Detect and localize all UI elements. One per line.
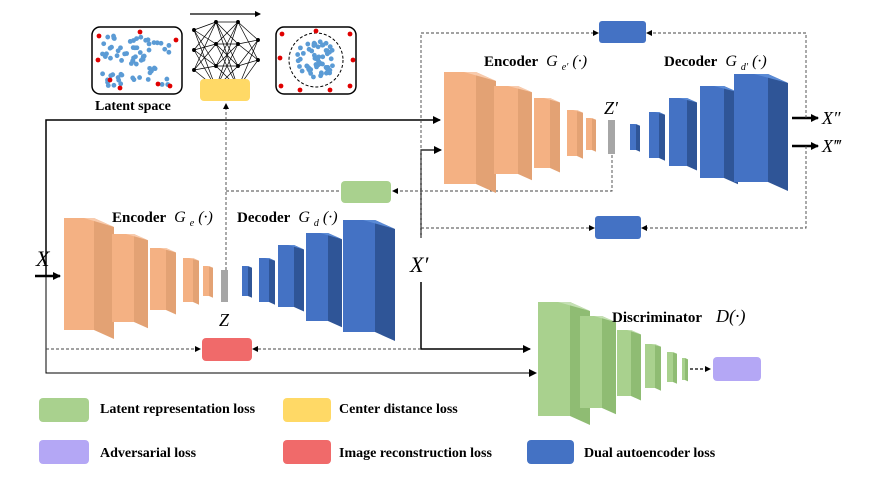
decoder2-layer: [630, 124, 640, 152]
legend-label-reconstruction: Image reconstruction loss: [339, 446, 492, 461]
legend-label-latent: Latent representation loss: [100, 402, 256, 417]
encoder1-layer: [64, 218, 114, 339]
legend-swatch-adversarial: [39, 440, 89, 464]
discriminator-layer: [667, 352, 677, 384]
input-symbol: X: [35, 246, 51, 271]
image-reconstruction-loss-box: [202, 338, 252, 361]
dashed-connections: [46, 30, 807, 352]
output2-symbol: X‴: [821, 136, 842, 156]
zprime-to-latent-loss: [392, 155, 613, 194]
latent-representation-loss-box: [341, 181, 391, 203]
decoder2-layer: [669, 98, 697, 171]
bottleneck2-bar: [608, 120, 615, 154]
legend-label-center: Center distance loss: [339, 402, 458, 417]
network-blocks: [64, 72, 788, 425]
legend-label-adversarial: Adversarial loss: [100, 446, 197, 461]
decoder1-symbol: G: [298, 209, 310, 226]
discriminator-symbol: D(·): [715, 306, 746, 327]
solid-connections: [35, 114, 819, 377]
legend-swatch-latent: [39, 398, 89, 422]
bottleneck2-symbol: Z′: [604, 98, 619, 118]
reconstruction1-symbol: X′: [409, 252, 429, 277]
encoder1-sub: e: [190, 218, 195, 229]
dual-loss-top-left: [420, 30, 599, 238]
latent-space-illustration: Latent space: [91, 11, 357, 114]
decoder2-layer: [734, 74, 788, 191]
encoder2-layer: [494, 86, 532, 181]
decoder1-layer: [278, 245, 304, 312]
encoder2-label: Encoder: [484, 54, 539, 70]
output1-symbol: X″: [821, 108, 841, 128]
latent-space-label: Latent space: [95, 99, 171, 114]
recon-to-discriminator: [420, 282, 531, 353]
discriminator-layer: [617, 330, 641, 401]
discriminator-label: Discriminator: [612, 310, 702, 326]
network-icon: [190, 11, 261, 90]
recon-to-encoder2: [420, 146, 442, 238]
dual-loss-box-top: [599, 21, 646, 43]
decoder2-arg: (·): [752, 53, 767, 70]
discriminator-layer: [580, 316, 616, 415]
bottleneck1-symbol: Z: [219, 310, 230, 330]
encoder2-arg: (·): [572, 53, 587, 70]
dual-loss-box-bottom: [595, 216, 641, 239]
decoder1-layer: [242, 266, 252, 298]
encoder2-layer: [444, 72, 496, 193]
encoder2-layer: [567, 110, 583, 159]
encoder2-title: Encoder G e′ (·): [484, 53, 587, 74]
decoder2-layer: [649, 112, 665, 161]
encoder1-arg: (·): [198, 209, 213, 226]
decoder2-sub: d′: [741, 62, 749, 73]
adversarial-loss-box: [713, 357, 761, 381]
encoder2-sub: e′: [562, 62, 569, 73]
decoder1-layer: [306, 233, 342, 328]
discriminator-layer: [682, 358, 688, 382]
decoder1-layer: [343, 220, 395, 341]
input-to-encoder2: [45, 116, 441, 276]
encoder1-layer: [112, 234, 148, 329]
center-distance-loss-box: [200, 79, 250, 101]
input-to-discriminator: [45, 276, 537, 377]
encoder1-layer: [150, 248, 176, 315]
legend: Latent representation loss Center distan…: [39, 398, 716, 464]
bottleneck1-bar: [221, 270, 228, 302]
decoder1-layer: [259, 258, 275, 305]
legend-swatch-reconstruction: [283, 440, 331, 464]
legend-swatch-center: [283, 398, 331, 422]
decoder2-title: Decoder G d′ (·): [664, 53, 767, 74]
dual-loss-bottom-right: [641, 146, 807, 231]
dual-loss-top-right: [646, 30, 807, 118]
latent-dots-after: [277, 28, 356, 93]
decoder1-sub: d: [314, 218, 320, 229]
decoder2-layer: [700, 86, 738, 185]
discriminator-layer: [645, 344, 661, 391]
decoder1-label: Decoder: [237, 210, 291, 226]
legend-label-dual: Dual autoencoder loss: [584, 446, 716, 461]
legend-swatch-dual: [527, 440, 574, 464]
encoder2-layer: [586, 118, 596, 152]
latent-dots-before: [95, 29, 179, 91]
encoder1-layer: [203, 266, 213, 298]
encoder1-symbol: G: [174, 209, 186, 226]
decoder1-arg: (·): [323, 209, 338, 226]
encoder1-label: Encoder: [112, 210, 167, 226]
encoder2-symbol: G: [546, 53, 558, 70]
decoder2-symbol: G: [725, 53, 737, 70]
decoder2-label: Decoder: [664, 54, 718, 70]
encoder1-title: Encoder G e (·): [112, 209, 213, 230]
decoder1-title: Decoder G d (·): [237, 209, 338, 230]
encoder2-layer: [534, 98, 560, 173]
encoder1-layer: [183, 258, 199, 305]
